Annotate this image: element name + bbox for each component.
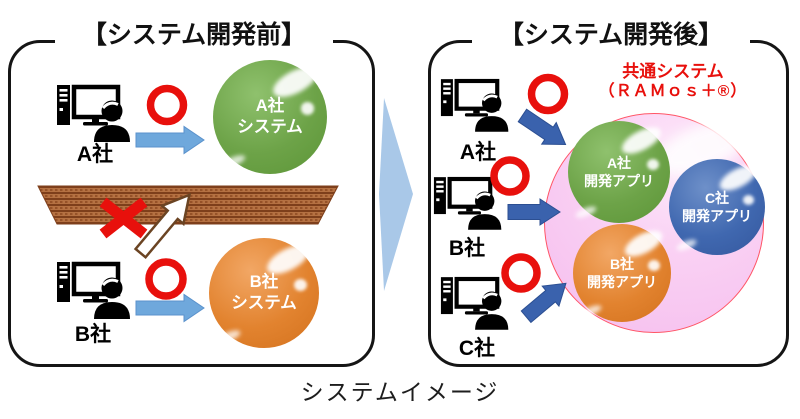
- sphere-label-line1: B社: [249, 272, 279, 291]
- approval-circle-icon: [527, 73, 569, 115]
- access-arrow-icon: [517, 108, 567, 146]
- gloss-highlight: [648, 260, 661, 272]
- company-b-label: B社: [448, 237, 486, 260]
- diagram-caption: システムイメージ: [300, 379, 500, 405]
- company-a-system-sphere: A社 システム: [213, 60, 327, 174]
- approval-circle-icon: [146, 84, 188, 126]
- company-b-app-sphere: B社 開発アプリ: [573, 224, 671, 322]
- panel-transition-arrow-icon: [379, 98, 413, 291]
- company-a-label: A社: [76, 143, 114, 166]
- workstation-icon: [441, 277, 508, 330]
- after-development-title: 【システム開発後】: [472, 21, 750, 50]
- breakthrough-arrow-icon: [133, 192, 192, 260]
- sphere-label-line2: システム: [237, 118, 303, 136]
- company-c-app-sphere: C社 開発アプリ: [669, 159, 765, 255]
- access-arrow-icon: [135, 125, 205, 155]
- company-c-label: C社: [458, 337, 496, 360]
- sphere-label-line2: システム: [231, 294, 297, 312]
- gloss-highlight: [646, 158, 659, 170]
- company-a-app-sphere: A社 開発アプリ: [568, 121, 670, 223]
- sphere-label-line2: 開発アプリ: [587, 274, 657, 290]
- common-system-label: 共通システム （ＲＡＭｏｓ＋®）: [578, 62, 768, 102]
- workstation-icon: [441, 79, 508, 132]
- sphere-label-line1: B社: [609, 255, 635, 272]
- sphere-label-line1: A社: [255, 96, 285, 115]
- sphere-label-line1: C社: [704, 189, 730, 206]
- company-b-label: B社: [74, 323, 112, 346]
- gloss-highlight: [300, 102, 315, 115]
- access-arrow-icon: [520, 282, 567, 324]
- sphere-label-line1: A社: [606, 154, 632, 171]
- before-development-title: 【システム開発前】: [55, 21, 333, 50]
- approval-circle-icon: [501, 253, 541, 293]
- gloss-highlight: [293, 278, 307, 291]
- workstation-icon: [434, 177, 501, 230]
- workstation-icon: [57, 262, 130, 319]
- approval-circle-icon: [145, 258, 187, 300]
- cross-mark-icon: [99, 197, 148, 239]
- common-system-label-line1: 共通システム: [622, 62, 724, 81]
- access-arrow-icon: [135, 293, 205, 323]
- workstation-icon: [57, 85, 130, 142]
- sphere-label-line2: 開発アプリ: [584, 173, 654, 189]
- approval-circle-icon: [490, 156, 530, 196]
- sphere-label-line2: 開発アプリ: [682, 208, 752, 224]
- access-arrow-icon: [507, 198, 561, 226]
- gloss-highlight: [742, 194, 755, 206]
- company-b-system-sphere: B社 システム: [209, 238, 319, 348]
- common-system-label-line2: （ＲＡＭｏｓ＋®）: [598, 83, 748, 101]
- company-a-label: A社: [459, 141, 497, 164]
